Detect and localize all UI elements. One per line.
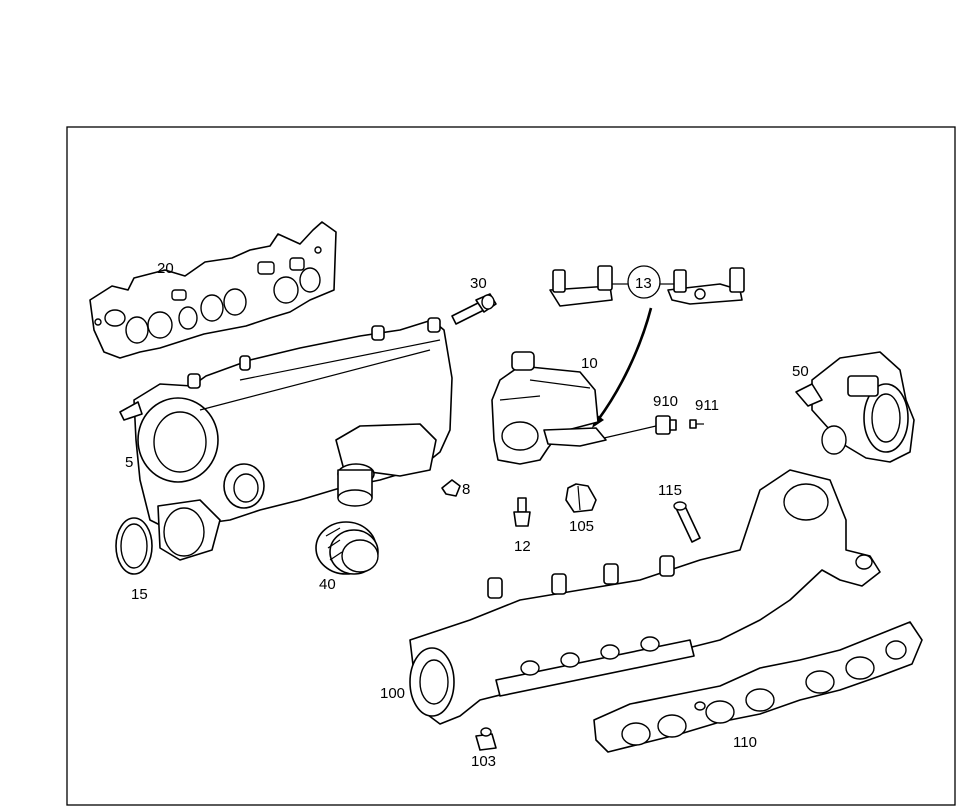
nut-part-103[interactable] bbox=[475, 727, 497, 751]
clip-part-8[interactable] bbox=[441, 479, 461, 497]
label-910: 910 bbox=[653, 393, 678, 410]
label-15: 15 bbox=[131, 586, 148, 603]
boot-part-40[interactable] bbox=[315, 521, 379, 575]
label-105: 105 bbox=[569, 518, 594, 535]
gasket-part-110[interactable] bbox=[593, 621, 923, 753]
label-10: 10 bbox=[581, 355, 598, 372]
label-13: 13 bbox=[635, 275, 652, 292]
label-911: 911 bbox=[695, 397, 719, 414]
label-5: 5 bbox=[125, 454, 133, 471]
seal-part-15[interactable] bbox=[115, 517, 153, 575]
exhaust-manifold-part-100[interactable] bbox=[409, 469, 881, 725]
gasket-part-20[interactable] bbox=[89, 221, 337, 359]
callout-circle-13 bbox=[627, 265, 661, 299]
wire-to-910 bbox=[603, 425, 657, 439]
stud-part-115[interactable] bbox=[673, 501, 701, 543]
label-8: 8 bbox=[462, 481, 470, 498]
label-40: 40 bbox=[319, 576, 336, 593]
bolt-part-12[interactable] bbox=[513, 497, 531, 527]
pin-part-911[interactable] bbox=[689, 419, 704, 429]
bolt-part-30[interactable] bbox=[451, 293, 497, 325]
actuator-part-50[interactable] bbox=[795, 351, 915, 463]
label-30: 30 bbox=[470, 275, 487, 292]
label-12: 12 bbox=[514, 538, 531, 555]
label-20: 20 bbox=[157, 260, 174, 277]
valve-part-10[interactable] bbox=[491, 351, 607, 465]
label-100: 100 bbox=[380, 685, 405, 702]
harness-part-13[interactable] bbox=[549, 265, 745, 307]
bracket-part-105[interactable] bbox=[565, 483, 597, 513]
label-115: 115 bbox=[658, 482, 682, 499]
label-110: 110 bbox=[733, 734, 757, 751]
label-50: 50 bbox=[792, 363, 809, 380]
manifold-part-5[interactable] bbox=[119, 317, 453, 561]
arrow-13-to-10 bbox=[596, 307, 653, 421]
diagram-frame bbox=[66, 126, 956, 806]
label-103: 103 bbox=[471, 753, 496, 770]
connector-part-910[interactable] bbox=[655, 415, 677, 435]
